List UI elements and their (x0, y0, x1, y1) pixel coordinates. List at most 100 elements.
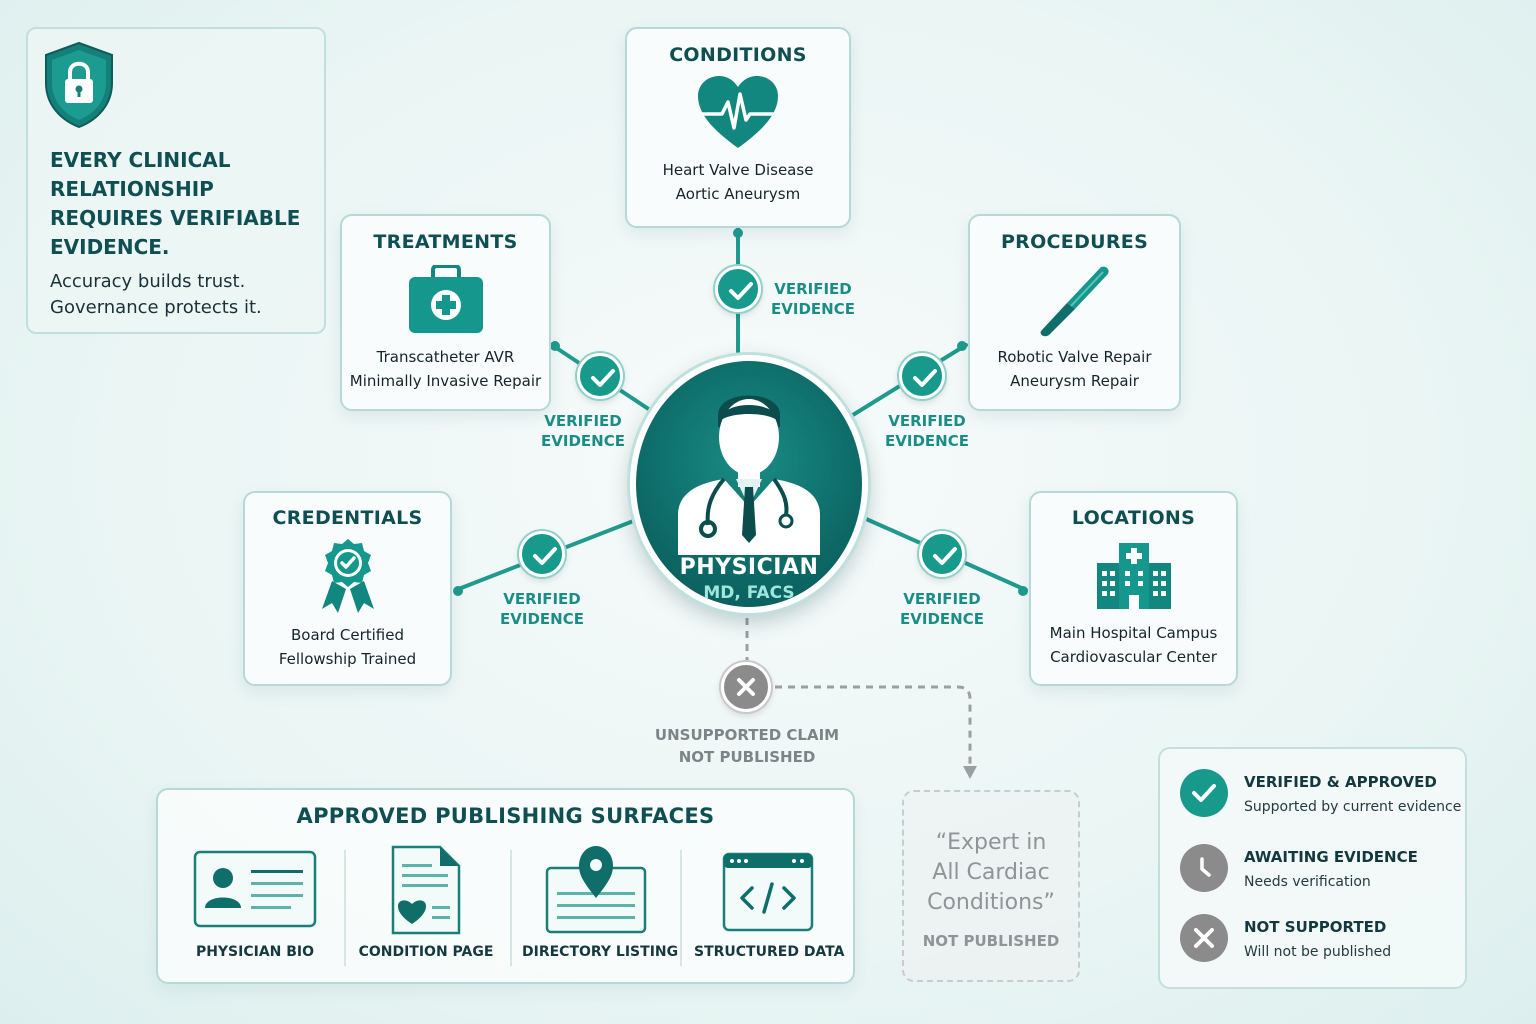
node-line: Robotic Valve Repair (997, 348, 1152, 366)
surfaces-title: APPROVED PUBLISHING SURFACES (296, 804, 715, 828)
unsupported-line: NOT PUBLISHED (678, 748, 816, 766)
unsupported-label: UNSUPPORTED CLAIM NOT PUBLISHED (640, 724, 854, 768)
document-heart-icon (391, 845, 461, 935)
legend-desc: Supported by current evidence (1244, 799, 1462, 815)
surface-label: PHYSICIAN BIO (195, 944, 315, 960)
divider (510, 850, 512, 966)
rejected-claim-card: “Expert in All Cardiac Conditions” NOT P… (902, 790, 1080, 982)
physician-title: PHYSICIAN (679, 555, 819, 580)
physician-node[interactable]: PHYSICIAN MD, FACS (630, 355, 868, 613)
node-credentials[interactable]: CREDENTIALS Board Certified Fellowship T… (243, 491, 452, 686)
surface-condition-page[interactable]: CONDITION PAGE (356, 845, 496, 960)
claim-line: Conditions” (927, 890, 1055, 915)
verified-label-locations: VERIFIED EVIDENCE (887, 589, 997, 629)
profile-card-icon (193, 850, 317, 928)
divider (680, 850, 682, 966)
legend: VERIFIED & APPROVED Supported by current… (1158, 747, 1467, 989)
surface-structured-data[interactable]: STRUCTURED DATA (694, 846, 844, 960)
surface-physician-bio[interactable]: PHYSICIAN BIO (180, 846, 330, 960)
node-line: Cardiovascular Center (1050, 648, 1217, 666)
node-line: Fellowship Trained (278, 650, 417, 668)
check-icon (591, 369, 615, 387)
surface-label: DIRECTORY LISTING (522, 944, 679, 960)
verified-line: EVIDENCE (885, 432, 969, 450)
check-icon (913, 369, 937, 387)
physician-icon (678, 395, 820, 555)
node-line: Main Hospital Campus (1049, 624, 1218, 642)
physician-credentials: MD, FACS (703, 583, 795, 603)
surface-label: STRUCTURED DATA (694, 944, 845, 960)
verified-label-conditions: VERIFIED EVIDENCE (758, 279, 868, 319)
node-line: Minimally Invasive Repair (349, 372, 542, 390)
verified-label-procedures: VERIFIED EVIDENCE (872, 411, 982, 451)
hospital-icon (1096, 543, 1171, 609)
intro-tagline: Accuracy builds trust. Governance protec… (50, 271, 262, 318)
verified-badge-procedures (899, 353, 945, 399)
node-line: Aortic Aneurysm (675, 185, 801, 203)
unsupported-badge (721, 662, 771, 712)
legend-title: VERIFIED & APPROVED (1244, 773, 1437, 791)
verified-badge-treatments (577, 353, 623, 399)
verified-line: EVIDENCE (541, 432, 625, 450)
node-treatments[interactable]: TREATMENTS Transcatheter AVR Minimally I… (340, 214, 551, 411)
claim-line: All Cardiac (932, 860, 1050, 885)
heart-pulse-icon (698, 76, 778, 148)
verified-label-treatments: VERIFIED EVIDENCE (528, 411, 638, 451)
node-line: Board Certified (291, 626, 404, 644)
x-icon (737, 678, 755, 696)
node-line: Heart Valve Disease (662, 161, 814, 179)
scalpel-icon (1040, 266, 1109, 337)
node-locations[interactable]: LOCATIONS Main Hospital Campus Cardiovas… (1029, 491, 1238, 686)
code-window-icon (722, 852, 814, 932)
verified-line: EVIDENCE (900, 610, 984, 628)
surface-label: CONDITION PAGE (358, 944, 494, 960)
intro-headline: EVERY CLINICAL RELATIONSHIP REQUIRES VER… (50, 148, 301, 259)
map-pin-listing-icon (545, 846, 647, 934)
node-procedures[interactable]: PROCEDURES Robotic Valve Repair Aneurysm… (968, 214, 1181, 411)
verified-line: EVIDENCE (500, 610, 584, 628)
shield-lock-icon (45, 41, 113, 129)
node-title: CONDITIONS (669, 44, 807, 66)
node-title: TREATMENTS (373, 231, 518, 253)
verified-line: VERIFIED (888, 412, 966, 430)
node-conditions[interactable]: CONDITIONS Heart Valve Disease Aortic An… (625, 27, 851, 228)
intro-panel: EVERY CLINICAL RELATIONSHIP REQUIRES VER… (26, 27, 326, 334)
verified-line: VERIFIED (503, 590, 581, 608)
medical-kit-icon (408, 265, 483, 333)
verified-badge-locations (919, 531, 965, 577)
divider (344, 850, 346, 966)
legend-item-verified: VERIFIED & APPROVED Supported by current… (1180, 769, 1465, 823)
surface-directory-listing[interactable]: DIRECTORY LISTING (522, 846, 678, 960)
legend-title: NOT SUPPORTED (1244, 918, 1387, 936)
verified-line: VERIFIED (903, 590, 981, 608)
award-ribbon-icon (321, 539, 374, 613)
node-title: LOCATIONS (1071, 507, 1196, 529)
connector-claim (775, 685, 972, 768)
verified-label-credentials: VERIFIED EVIDENCE (487, 589, 597, 629)
x-icon (1180, 914, 1228, 962)
legend-title: AWAITING EVIDENCE (1244, 848, 1418, 866)
legend-item-awaiting: AWAITING EVIDENCE Needs verification (1180, 844, 1465, 898)
clock-icon (1180, 844, 1228, 892)
verified-line: EVIDENCE (771, 300, 855, 318)
verified-line: VERIFIED (544, 412, 622, 430)
verified-line: VERIFIED (774, 280, 852, 298)
unsupported-line: UNSUPPORTED CLAIM (654, 726, 840, 744)
check-icon (533, 547, 557, 565)
node-line: Transcatheter AVR (376, 348, 515, 366)
verified-badge-conditions (715, 266, 761, 312)
check-icon (933, 547, 957, 565)
claim-line: “Expert in (935, 830, 1047, 855)
arrow-head-icon (963, 766, 977, 779)
node-title: PROCEDURES (1000, 231, 1149, 253)
publishing-surfaces-panel: APPROVED PUBLISHING SURFACES PHYSICIAN B… (156, 788, 855, 984)
check-icon (729, 282, 753, 300)
legend-desc: Will not be published (1244, 944, 1392, 960)
node-title: CREDENTIALS (272, 507, 423, 529)
legend-item-not-supported: NOT SUPPORTED Will not be published (1180, 914, 1465, 968)
node-line: Aneurysm Repair (1010, 372, 1139, 390)
check-icon (1180, 769, 1228, 817)
legend-desc: Needs verification (1244, 874, 1371, 890)
claim-status: NOT PUBLISHED (922, 932, 1060, 950)
verified-badge-credentials (519, 531, 565, 577)
